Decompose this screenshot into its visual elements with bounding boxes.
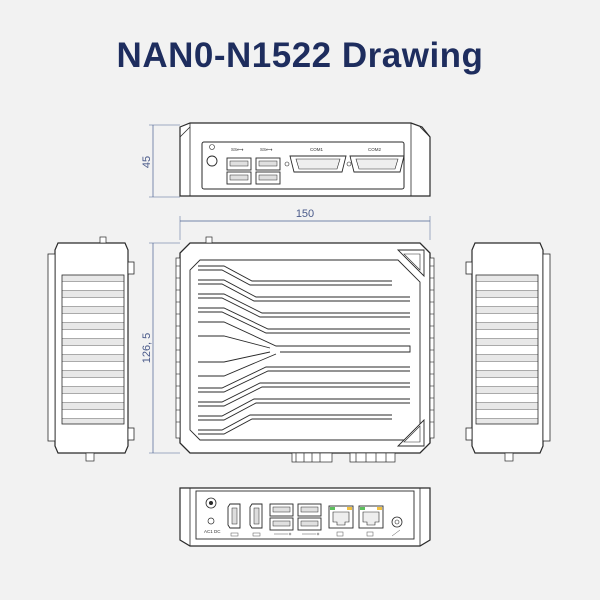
depth-dimension-label: 126, 5 bbox=[141, 333, 153, 364]
lan-port-2-icon bbox=[358, 505, 384, 529]
depth-dimension: 126, 5 bbox=[141, 242, 180, 454]
width-dimension: 150 bbox=[179, 208, 431, 240]
com2-port-icon: COM2 bbox=[349, 147, 405, 173]
audio-jack-icon bbox=[391, 516, 403, 528]
rear-panel-view: AC1 DC bbox=[179, 487, 431, 547]
heatsink-fins bbox=[198, 265, 411, 435]
page-title: NAN0-N1522 Drawing bbox=[116, 36, 484, 75]
left-side-view bbox=[47, 236, 135, 462]
usb-port-stack-1-icon: SS⟷ bbox=[226, 147, 252, 185]
com1-port-icon: COM1 bbox=[284, 147, 352, 173]
power-button-icon bbox=[206, 155, 218, 167]
svg-text:SS⟷: SS⟷ bbox=[260, 147, 273, 152]
top-view bbox=[175, 236, 435, 463]
hdmi-port-1-icon bbox=[227, 503, 241, 529]
svg-text:SS⟷: SS⟷ bbox=[231, 147, 244, 152]
right-side-view bbox=[465, 242, 551, 462]
front-panel-view: SS⟷ SS⟷ COM1 COM2 bbox=[179, 122, 431, 197]
height-dimension-label: 45 bbox=[141, 156, 153, 168]
rear-usb-stack-2-icon bbox=[297, 503, 322, 531]
power-in-label: AC1 DC bbox=[204, 529, 221, 534]
dc-power-jack-icon: AC1 DC bbox=[204, 497, 221, 534]
rear-usb-stack-1-icon bbox=[269, 503, 294, 531]
lan-port-1-icon bbox=[328, 505, 354, 529]
usb-port-stack-2-icon: SS⟷ bbox=[255, 147, 281, 185]
height-dimension: 45 bbox=[141, 124, 180, 198]
com2-label: COM2 bbox=[368, 147, 381, 152]
width-dimension-label: 150 bbox=[296, 208, 314, 220]
com1-label: COM1 bbox=[310, 147, 323, 152]
power-symbol-icon bbox=[209, 144, 215, 150]
hdmi-port-2-icon bbox=[249, 503, 263, 529]
